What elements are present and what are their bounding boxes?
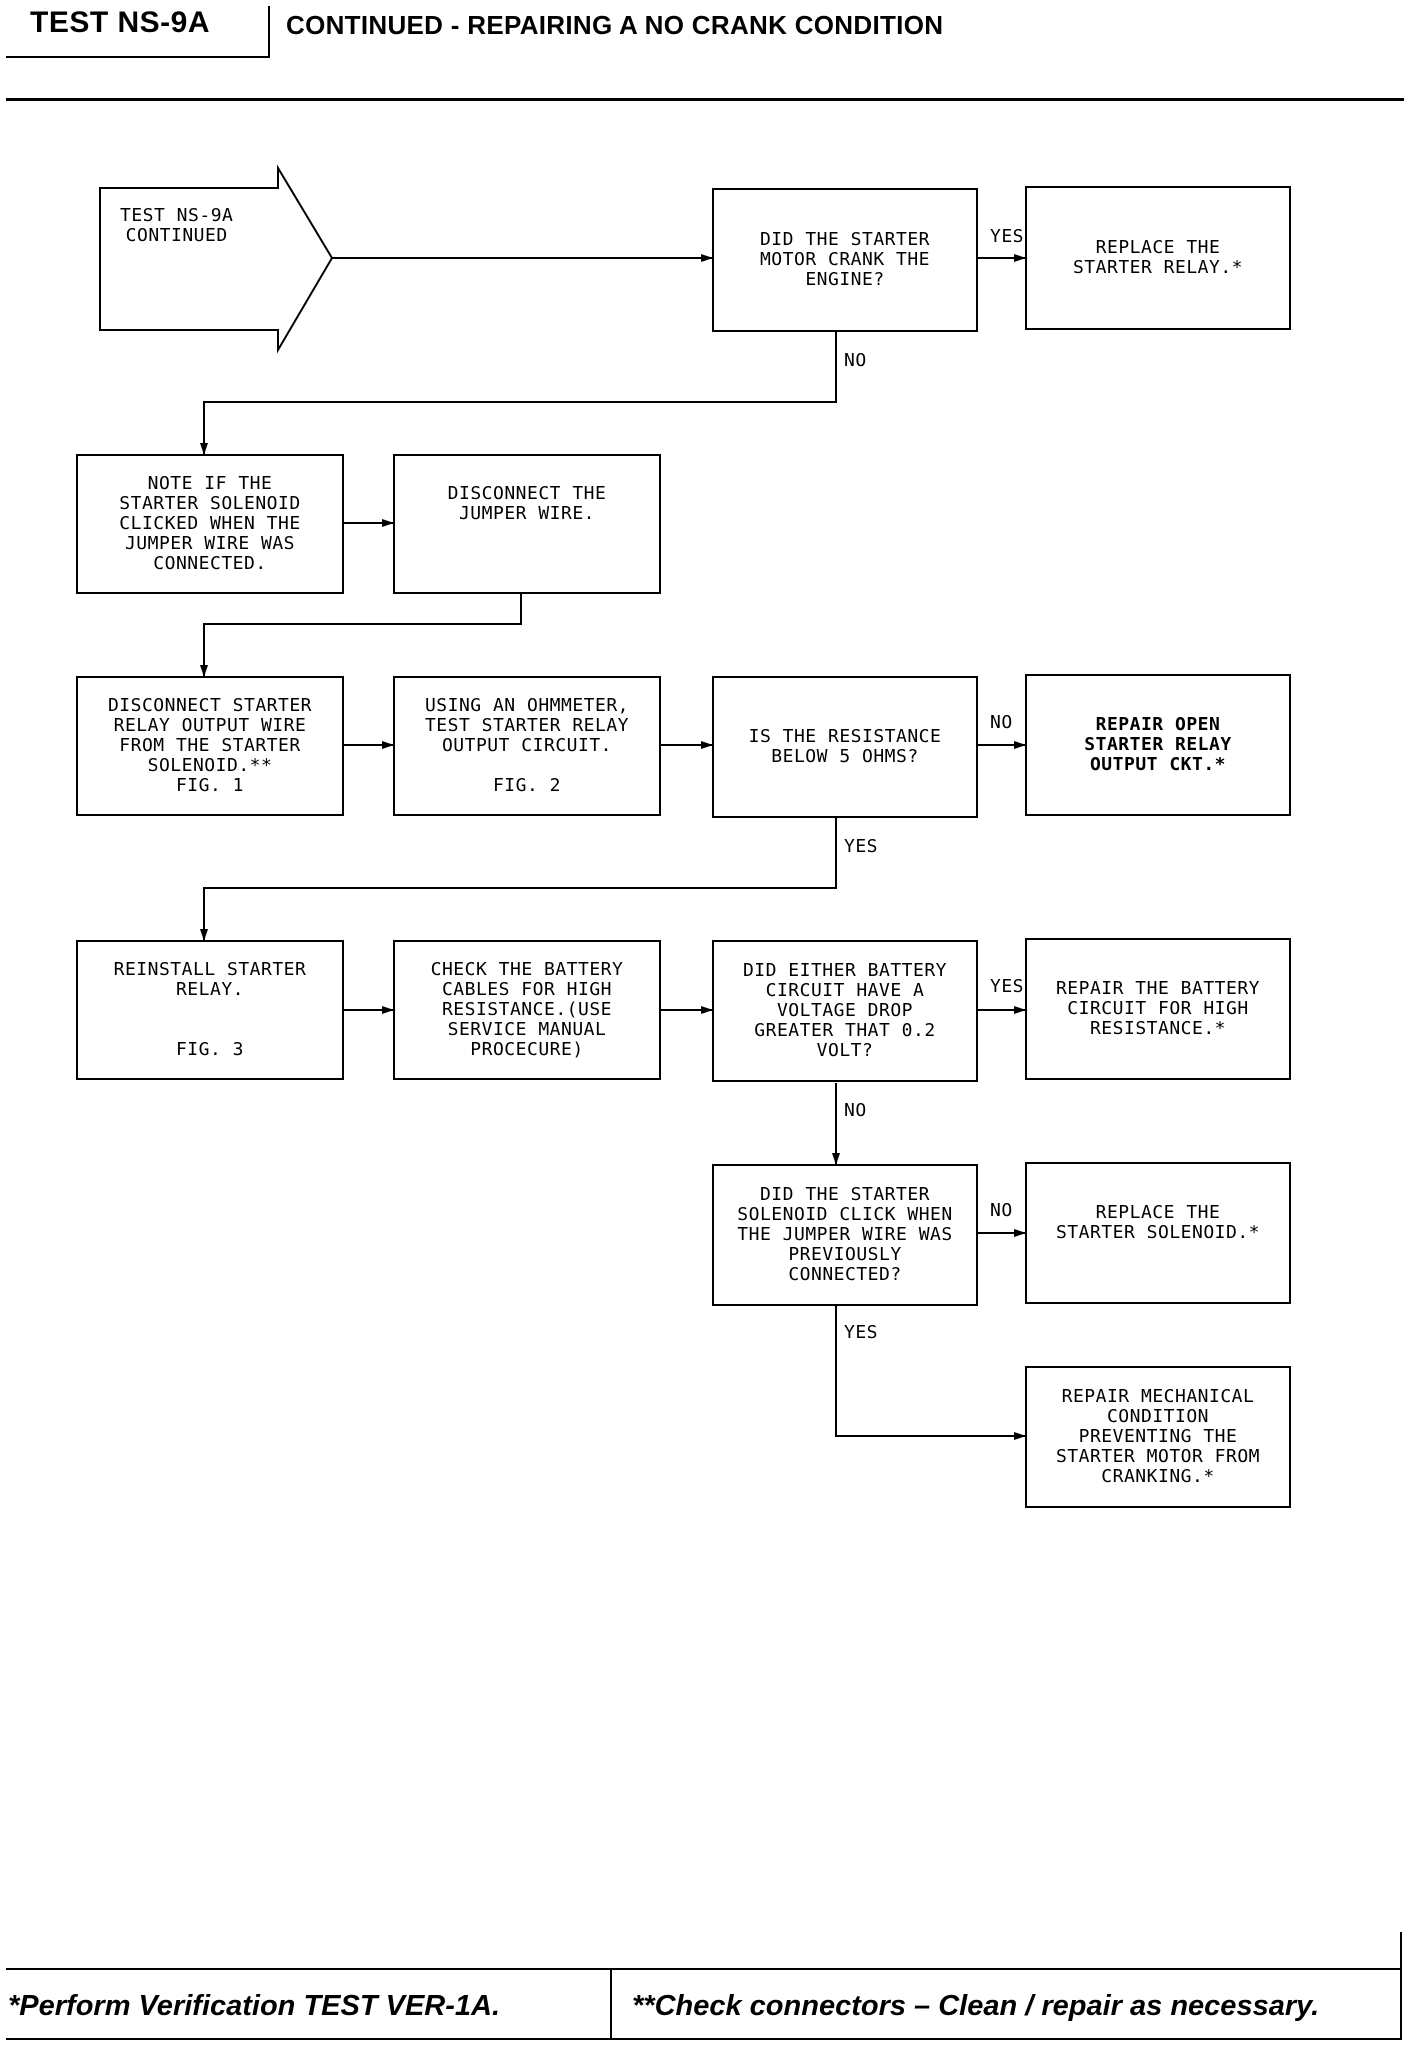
- check-cables-box: CHECK THE BATTERY CABLES FOR HIGH RESIST…: [393, 940, 661, 1080]
- voltage-drop-question-box: DID EITHER BATTERY CIRCUIT HAVE A VOLTAG…: [712, 940, 978, 1082]
- resistance-question-box: IS THE RESISTANCE BELOW 5 OHMS?: [712, 676, 978, 818]
- crank-no-label: NO: [844, 350, 867, 371]
- repair-battery-box: REPAIR THE BATTERY CIRCUIT FOR HIGH RESI…: [1025, 938, 1291, 1080]
- replace-solenoid-text: REPLACE THE STARTER SOLENOID.*: [1055, 1202, 1261, 1243]
- header-underline: [6, 56, 270, 58]
- ohmmeter-text: USING AN OHMMETER, TEST STARTER RELAY OU…: [424, 695, 630, 796]
- footer-note-connectors: **Check connectors – Clean / repair as n…: [632, 1990, 1320, 2022]
- crank-yes-label: YES: [990, 226, 1025, 247]
- repair-mechanical-box: REPAIR MECHANICAL CONDITION PREVENTING T…: [1025, 1366, 1291, 1508]
- header-divider: [268, 6, 270, 58]
- footer-divider: [610, 1968, 612, 2040]
- replace-relay-box: REPLACE THE STARTER RELAY.*: [1025, 186, 1291, 330]
- resistance-no-label: NO: [990, 712, 1013, 733]
- repair-battery-text: REPAIR THE BATTERY CIRCUIT FOR HIGH RESI…: [1055, 978, 1261, 1039]
- resistance-yes-label: YES: [844, 836, 879, 857]
- disconnect-output-text: DISCONNECT STARTER RELAY OUTPUT WIRE FRO…: [107, 695, 313, 796]
- voltage-drop-question-text: DID EITHER BATTERY CIRCUIT HAVE A VOLTAG…: [742, 960, 948, 1061]
- disconnect-jumper-box: DISCONNECT THE JUMPER WIRE.: [393, 454, 661, 594]
- click-no-label: NO: [990, 1200, 1013, 1221]
- test-code: TEST NS-9A: [30, 6, 211, 39]
- solenoid-click-question-box: DID THE STARTER SOLENOID CLICK WHEN THE …: [712, 1164, 978, 1306]
- note-solenoid-text: NOTE IF THE STARTER SOLENOID CLICKED WHE…: [119, 473, 301, 574]
- footer-bottom-rule: [6, 2038, 1402, 2040]
- crank-question-text: DID THE STARTER MOTOR CRANK THE ENGINE?: [759, 229, 931, 290]
- repair-mechanical-text: REPAIR MECHANICAL CONDITION PREVENTING T…: [1055, 1386, 1261, 1487]
- click-yes-line: [835, 1306, 1026, 1440]
- page-title: CONTINUED - REPAIRING A NO CRANK CONDITI…: [286, 10, 944, 40]
- note-solenoid-box: NOTE IF THE STARTER SOLENOID CLICKED WHE…: [76, 454, 344, 594]
- repair-open-box: REPAIR OPEN STARTER RELAY OUTPUT CKT.*: [1025, 674, 1291, 816]
- voltage-no-label: NO: [844, 1100, 867, 1121]
- disconnect-jumper-text: DISCONNECT THE JUMPER WIRE.: [447, 483, 607, 524]
- replace-solenoid-box: REPLACE THE STARTER SOLENOID.*: [1025, 1162, 1291, 1304]
- replace-relay-text: REPLACE THE STARTER RELAY.*: [1072, 237, 1244, 278]
- footer-top-rule: [6, 1968, 1402, 1970]
- footer-right-edge: [1400, 1932, 1402, 2040]
- voltage-yes-label: YES: [990, 976, 1025, 997]
- check-cables-text: CHECK THE BATTERY CABLES FOR HIGH RESIST…: [430, 959, 624, 1060]
- reinstall-relay-box: REINSTALL STARTER RELAY. FIG. 3: [76, 940, 344, 1080]
- resistance-question-text: IS THE RESISTANCE BELOW 5 OHMS?: [748, 726, 942, 767]
- resistance-yes-line: [200, 818, 837, 941]
- footer-note-verification: *Perform Verification TEST VER-1A.: [8, 1990, 501, 2022]
- ohmmeter-box: USING AN OHMMETER, TEST STARTER RELAY OU…: [393, 676, 661, 816]
- header-rule: [6, 98, 1404, 101]
- reinstall-relay-text: REINSTALL STARTER RELAY. FIG. 3: [113, 959, 307, 1060]
- crank-no-line: [200, 331, 837, 455]
- jumper-to-output: [200, 592, 522, 677]
- click-yes-label: YES: [844, 1322, 879, 1343]
- start-label: TEST NS-9A CONTINUED: [120, 205, 234, 246]
- repair-open-text: REPAIR OPEN STARTER RELAY OUTPUT CKT.*: [1084, 714, 1232, 775]
- start-arrow-shape: [99, 164, 334, 354]
- solenoid-click-question-text: DID THE STARTER SOLENOID CLICK WHEN THE …: [737, 1184, 953, 1285]
- disconnect-output-box: DISCONNECT STARTER RELAY OUTPUT WIRE FRO…: [76, 676, 344, 816]
- crank-question-box: DID THE STARTER MOTOR CRANK THE ENGINE?: [712, 188, 978, 332]
